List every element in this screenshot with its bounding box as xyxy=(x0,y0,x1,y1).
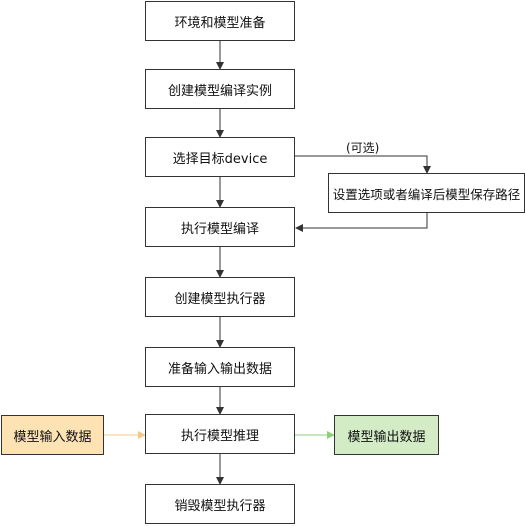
step-model-inference: 执行模型推理 xyxy=(145,414,295,454)
step-env-model-prepare: 环境和模型准备 xyxy=(145,1,295,41)
output-data-box: 模型输出数据 xyxy=(334,415,439,455)
optional-label: (可选) xyxy=(346,141,380,155)
arrow-optional-branch xyxy=(294,155,431,174)
step-destroy-executor: 销毁模型执行器 xyxy=(145,484,295,524)
step-prepare-io-data: 准备输入输出数据 xyxy=(145,347,295,387)
step-model-compile: 执行模型编译 xyxy=(145,207,295,247)
step-create-compile-instance: 创建模型编译实例 xyxy=(145,69,295,109)
input-data-box: 模型输入数据 xyxy=(1,415,104,455)
step-select-target-device: 选择目标device xyxy=(145,137,295,177)
arrow-side-return xyxy=(295,212,428,232)
side-box-compile-options: 设置选项或者编译后模型保存路径 xyxy=(328,173,525,213)
step-create-executor: 创建模型执行器 xyxy=(145,277,295,317)
